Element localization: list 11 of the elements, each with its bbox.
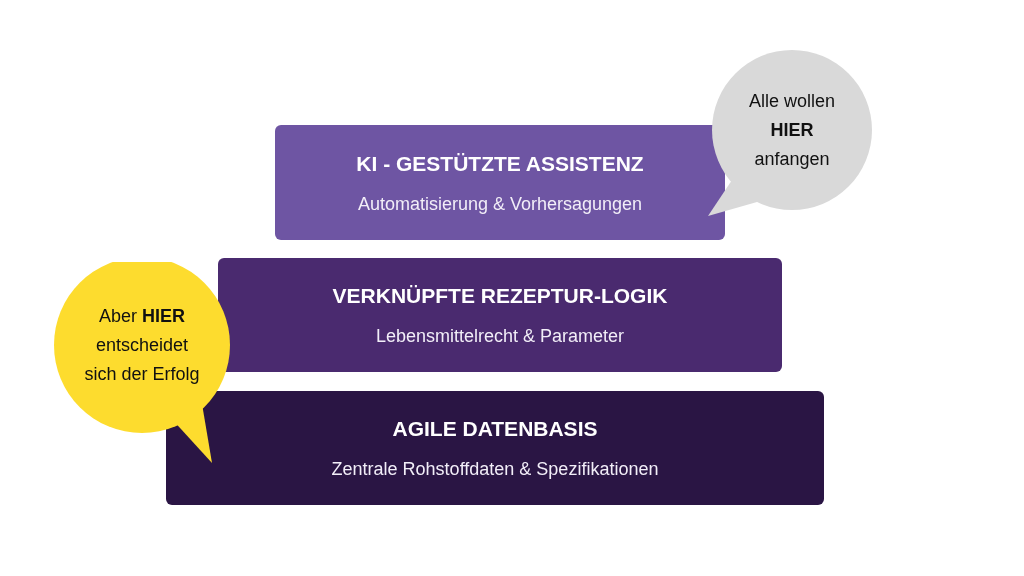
layer-bar [218, 258, 782, 372]
layer-title: VERKNÜPFTE REZEPTUR-LOGIK [332, 283, 668, 309]
bubble-text: Aber HIER entscheidet sich der Erfolg [83, 304, 201, 386]
layer-title: KI - GESTÜTZTE ASSISTENZ [356, 150, 644, 177]
layer-description: Lebensmittelrecht & Parameter [375, 325, 625, 347]
layer-title: AGILE DATENBASIS [392, 416, 598, 442]
layer-description: Automatisierung & Vorhersagungen [357, 192, 643, 215]
layer-bar [275, 125, 725, 240]
layer-description: Zentrale Rohstoffdaten & Spezifikationen [331, 458, 659, 480]
bubble-text: Alle wollen HIER anfangen [747, 89, 836, 171]
layer-bar [166, 391, 824, 505]
